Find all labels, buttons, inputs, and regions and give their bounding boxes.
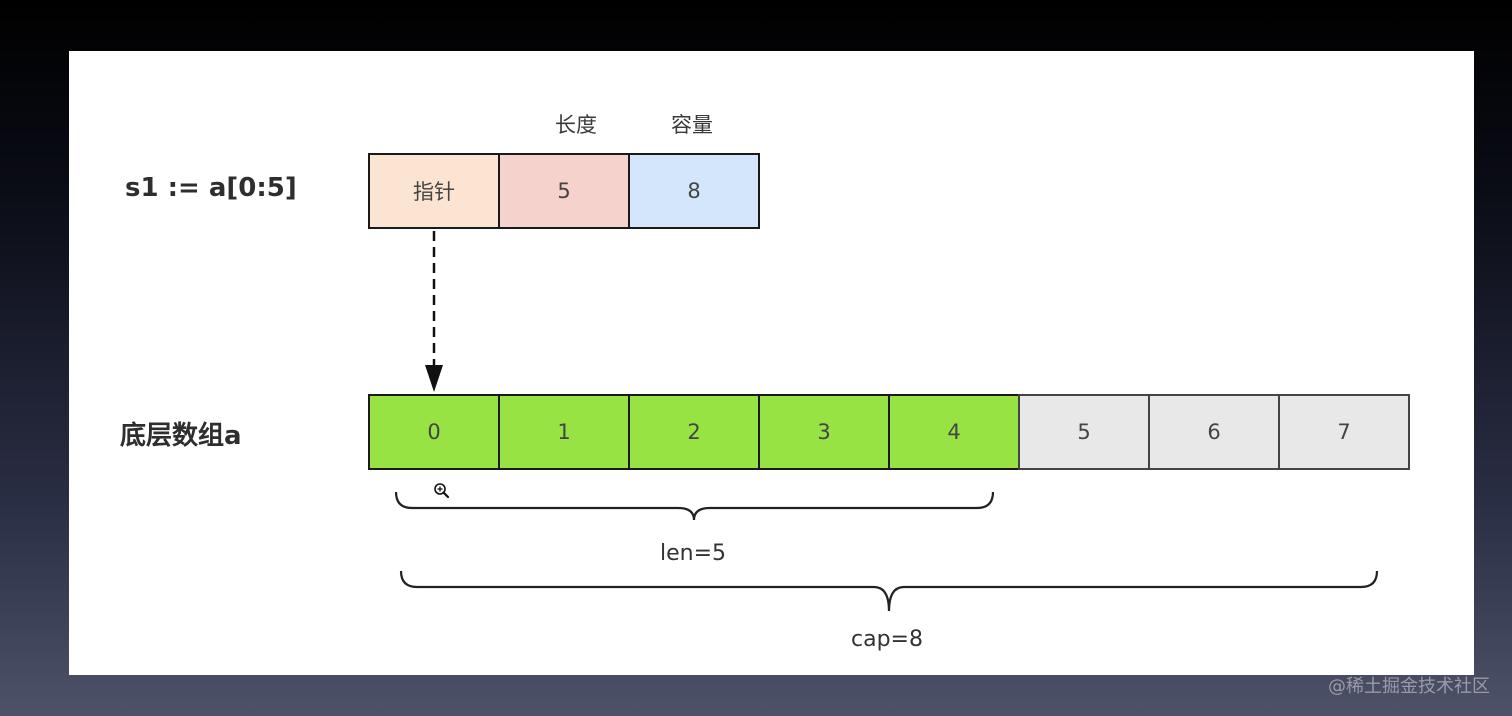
- watermark: @稀土掘金技术社区: [1328, 676, 1490, 697]
- array-cell: 6: [1148, 394, 1280, 470]
- zoom-in-icon: [434, 483, 450, 499]
- array-cell: 4: [888, 394, 1020, 470]
- capacity-title: 容量: [671, 113, 713, 137]
- array-cell: 3: [758, 394, 890, 470]
- array-cell: 7: [1278, 394, 1410, 470]
- pointer-cell: 指针: [368, 153, 500, 229]
- len-brace: [394, 491, 995, 521]
- cap-brace-label: cap=8: [851, 627, 923, 652]
- length-title: 长度: [555, 113, 597, 137]
- pointer-arrow-head: [425, 365, 443, 392]
- connector-layer: [394, 231, 1379, 612]
- slice-expression-label: s1 := a[0:5]: [125, 173, 297, 203]
- cap-cell: 8: [628, 153, 760, 229]
- array-label: 底层数组a: [120, 421, 242, 451]
- cap-brace: [399, 570, 1379, 612]
- len-brace-label: len=5: [660, 541, 727, 566]
